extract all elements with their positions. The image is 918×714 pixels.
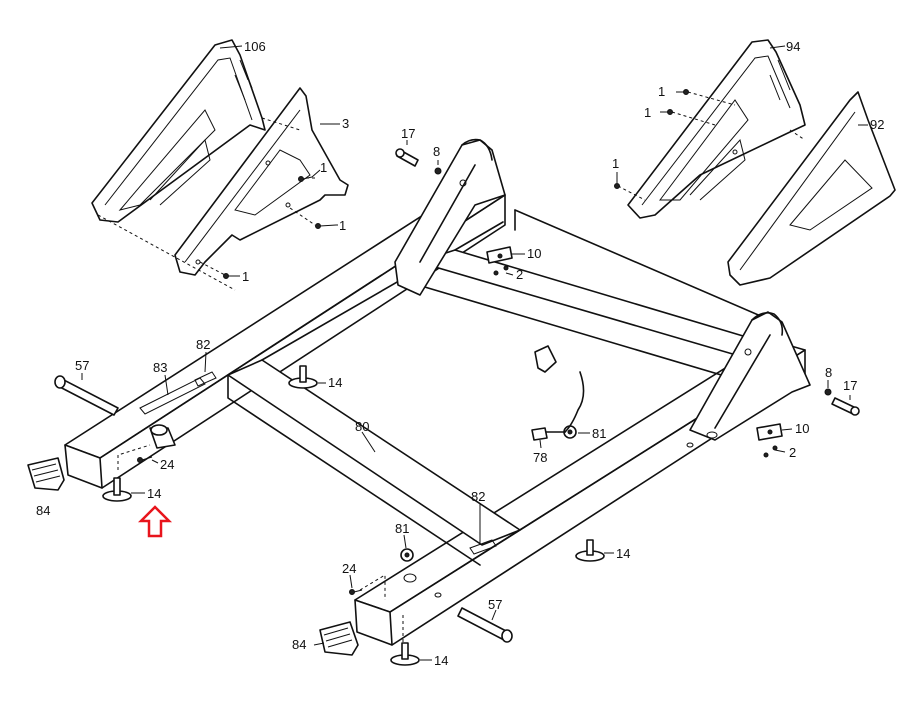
part-84-end-cap-left: [27, 457, 65, 491]
callout-14: 14: [434, 653, 448, 668]
spacer-tube: [149, 424, 176, 449]
part-78-wire-harness: [531, 345, 585, 441]
screw-icon: [676, 89, 689, 95]
screw-icon: [223, 273, 236, 279]
part-14-leveling-foot: [390, 642, 420, 666]
callout-10: 10: [527, 246, 541, 261]
callout-24: 24: [160, 457, 174, 472]
callout-labels: 106 3 1 1 1 17 8 10 2 94 1 1 92 1 57 83 …: [36, 39, 884, 668]
part-57-axle-left: [54, 375, 119, 416]
screw-icon: [298, 176, 313, 182]
callout-83: 83: [153, 360, 167, 375]
part-84-end-cap-right: [319, 621, 359, 656]
callout-24: 24: [342, 561, 356, 576]
callout-84: 84: [292, 637, 306, 652]
callout-81: 81: [395, 521, 409, 536]
callout-92: 92: [870, 117, 884, 132]
assembly-line: [97, 214, 236, 291]
part-17-bolt-left: [395, 148, 442, 175]
callout-82: 82: [196, 337, 210, 352]
part-92-right-upright-cover-outer: [727, 91, 896, 286]
callout-1: 1: [658, 84, 665, 99]
part-10-bracket-left: [486, 246, 513, 276]
callout-1: 1: [242, 269, 249, 284]
part-94-right-upright-cover-inner: [627, 39, 806, 219]
callout-57: 57: [75, 358, 89, 373]
callout-1: 1: [644, 105, 651, 120]
part-10-bracket-right: [756, 423, 783, 458]
callout-14: 14: [147, 486, 161, 501]
callout-1: 1: [612, 156, 619, 171]
part-24-screw: [349, 589, 363, 595]
callout-8: 8: [433, 144, 440, 159]
part-3-left-upright-cover-outer: [174, 87, 349, 276]
callout-94: 94: [786, 39, 800, 54]
callout-1: 1: [339, 218, 346, 233]
part-81-grommet: [400, 548, 414, 562]
callout-57: 57: [488, 597, 502, 612]
callout-17: 17: [401, 126, 415, 141]
screw-icon: [660, 109, 673, 115]
leader-lines: [81, 45, 868, 661]
callout-14: 14: [328, 375, 342, 390]
arrow-up-icon: [137, 505, 173, 538]
callout-10: 10: [795, 421, 809, 436]
part-24-screw: [137, 456, 153, 463]
callout-1: 1: [320, 160, 327, 175]
part-14-leveling-foot: [288, 365, 318, 389]
part-80-base-frame: [64, 138, 811, 646]
part-14-leveling-foot: [575, 539, 605, 562]
screw-icon: [315, 223, 337, 229]
callout-17: 17: [843, 378, 857, 393]
callout-106: 106: [244, 39, 266, 54]
callout-8: 8: [825, 365, 832, 380]
callout-2: 2: [516, 267, 523, 282]
callout-81: 81: [592, 426, 606, 441]
callout-80: 80: [355, 419, 369, 434]
part-17-bolt-right: [824, 388, 860, 416]
callout-3: 3: [342, 116, 349, 131]
callout-2: 2: [789, 445, 796, 460]
callout-14: 14: [616, 546, 630, 561]
callout-84: 84: [36, 503, 50, 518]
callout-78: 78: [533, 450, 547, 465]
part-14-leveling-foot: [102, 477, 132, 502]
screw-icon: [614, 172, 620, 189]
callout-82: 82: [471, 489, 485, 504]
part-57-axle-right: [457, 607, 513, 643]
